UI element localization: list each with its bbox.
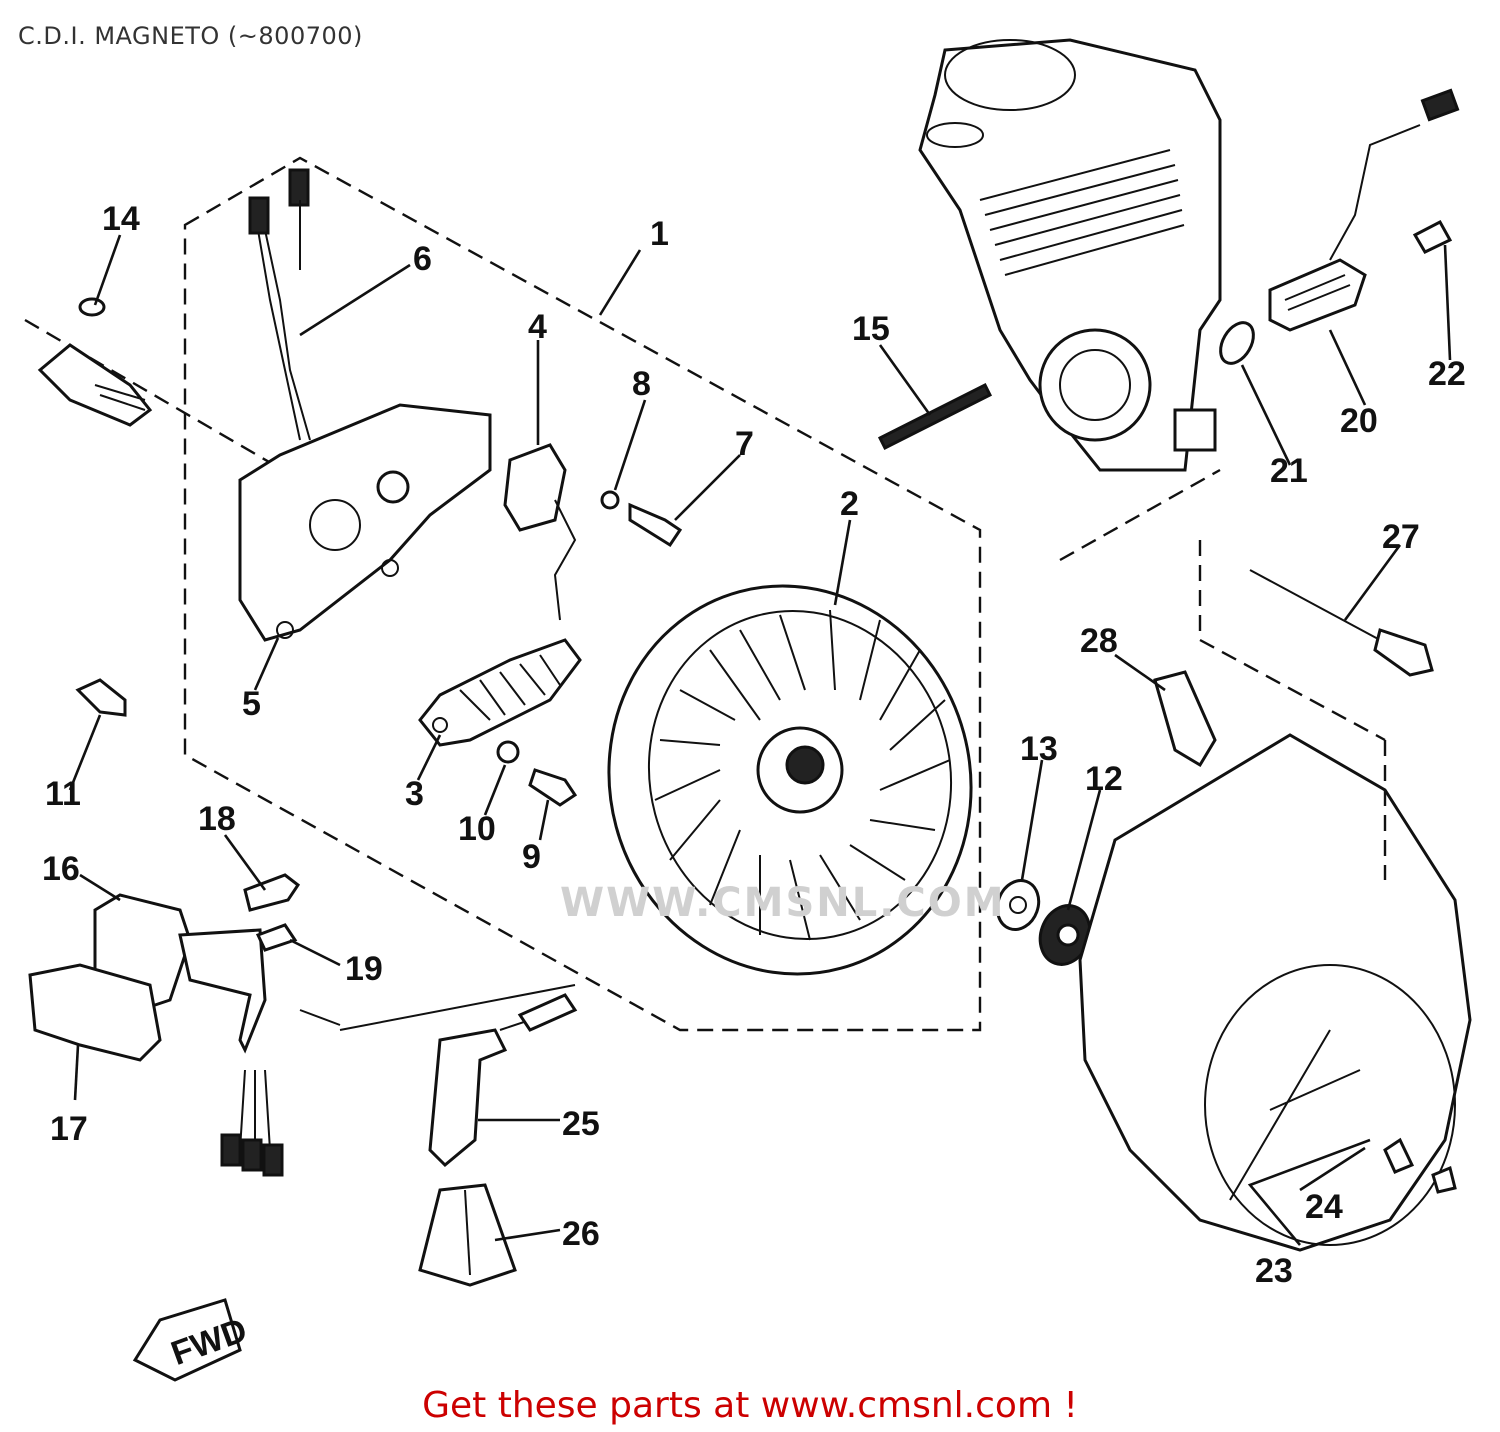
callout-12: 12 [1085,760,1123,798]
part-16-17-shapes [28,893,284,1177]
callout-11: 11 [45,775,81,813]
callout-1: 1 [650,215,669,253]
callout-16: 16 [42,850,80,888]
part-25-shape [339,984,578,1168]
diagram-title: C.D.I. MAGNETO (~800700) [18,22,363,50]
part-27-shape [1198,540,1434,742]
part-12-shape [1038,904,1092,966]
part-21-shape [1219,321,1255,365]
callout-28: 28 [1080,622,1118,660]
callout-13: 13 [1020,730,1058,768]
part-4-shape [503,443,577,621]
part-9-shape [528,768,578,807]
engine-block [918,38,1222,562]
part-7-shape [628,502,683,548]
callout-6: 6 [413,240,432,278]
callout-5: 5 [242,685,261,723]
callout-22: 22 [1428,355,1466,393]
callout-15: 15 [852,310,890,348]
part-22-shape [1412,219,1453,254]
callout-23: 23 [1255,1252,1293,1290]
callout-17: 17 [50,1110,88,1148]
part-8-shape [600,490,620,510]
footer-link[interactable]: Get these parts at www.cmsnl.com ! [422,1385,1078,1426]
part-10-shape [496,740,520,764]
callout-19: 19 [345,950,383,988]
fasteners [75,490,683,807]
part-18-19-shapes [243,873,341,1026]
callout-7: 7 [735,425,754,463]
part-15-shape [877,382,993,451]
callout-9: 9 [522,838,541,876]
part-26-shape [418,1183,517,1287]
callout-8: 8 [632,365,651,403]
callout-3: 3 [405,775,424,813]
part-14-shape [78,297,106,317]
leader-lines [68,234,1452,1246]
callout-20: 20 [1340,402,1378,440]
callout-24: 24 [1305,1188,1343,1226]
part-2-flywheel [607,584,973,976]
callout-2: 2 [840,485,859,523]
callout-10: 10 [458,810,496,848]
callout-21: 21 [1270,452,1308,490]
part-23-cover [1078,733,1472,1252]
part-24-shape [1383,1137,1457,1194]
part-13-shape [995,879,1041,931]
assembly-1-boundary [183,156,982,1032]
part-20-shape [1268,88,1460,332]
part-3-shape [418,638,582,747]
part-6-base-plate [238,168,492,642]
callout-27: 27 [1382,518,1420,556]
callout-26: 26 [562,1215,600,1253]
fwd-arrow-icon: FWD [132,1298,252,1382]
callout-14: 14 [102,200,140,238]
crankshaft-end [24,297,301,482]
watermark: WWW.CMSNL.COM [560,880,1006,926]
callout-4: 4 [528,308,547,346]
part-28-shape [1153,670,1217,768]
callout-25: 25 [562,1105,600,1143]
callout-18: 18 [198,800,236,838]
part-11-shape [75,678,127,717]
